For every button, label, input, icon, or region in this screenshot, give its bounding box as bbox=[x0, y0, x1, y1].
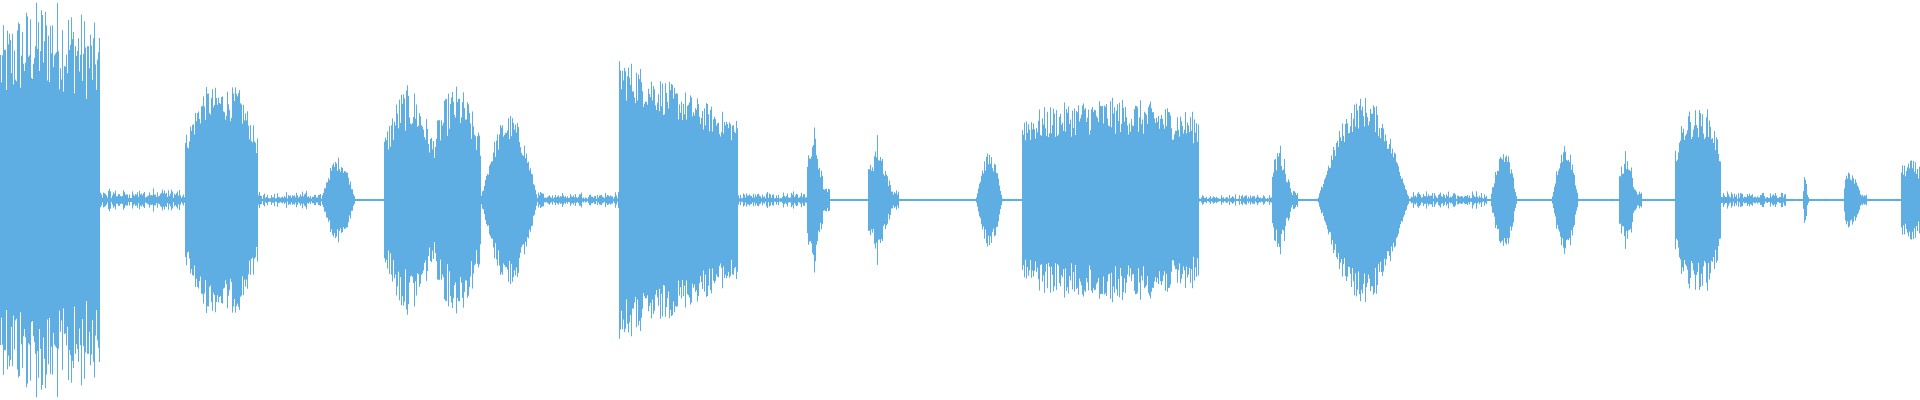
waveform-samples bbox=[0, 2, 1920, 398]
audio-waveform[interactable] bbox=[0, 0, 1920, 400]
audio-waveform-panel[interactable] bbox=[0, 0, 1920, 400]
